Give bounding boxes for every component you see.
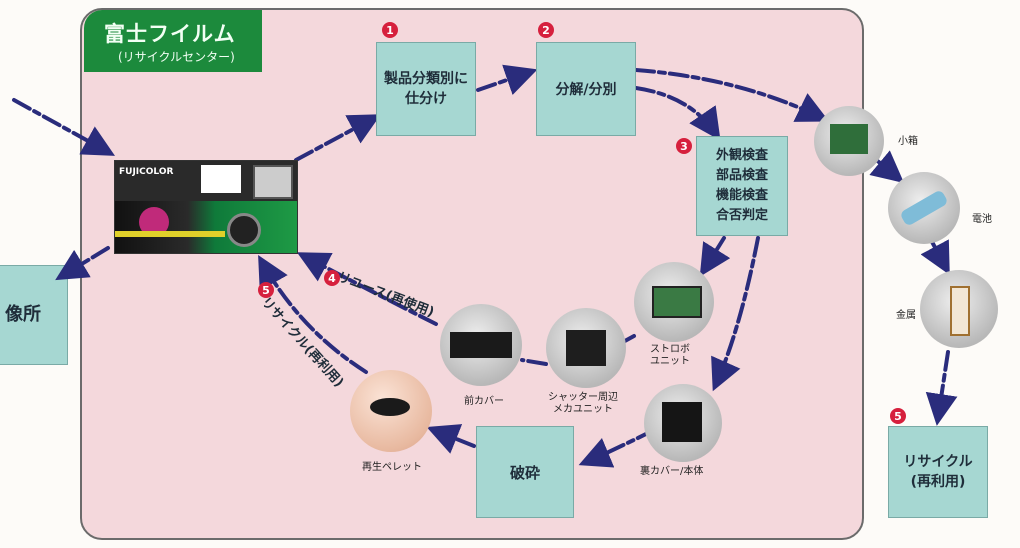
pellet-photo <box>350 370 432 452</box>
small-box-photo <box>814 106 884 176</box>
camera-brand: FUJICOLOR <box>119 167 173 177</box>
shutter-unit-label: シャッター周辺 メカユニット <box>548 392 618 416</box>
front-cover-label: 前カバー <box>464 392 504 407</box>
front-cover-photo <box>440 304 522 386</box>
arrow-shutter-to-front <box>522 360 546 364</box>
small-box-label: 小箱 <box>898 132 918 147</box>
arrow-metal-to-recycle <box>938 352 948 418</box>
back-cover-label: 裏カバー/本体 <box>640 462 703 477</box>
arrow-left-exit <box>62 248 108 276</box>
strobo-unit-label: ストロボ ユニット <box>650 344 690 368</box>
step-3-inspect-box: 外観検査 部品検査 機能検査 合否判定 <box>696 136 788 236</box>
arrow-inflow-left <box>14 100 108 152</box>
step-1-marker: 1 <box>382 22 398 38</box>
arrow-sort-to-dismantle <box>478 72 530 90</box>
metal-label: 金属 <box>896 306 916 321</box>
recycle-box: リサイクル (再利用) <box>888 426 988 518</box>
disposable-camera: FUJICOLOR <box>114 160 298 254</box>
crush-box: 破砕 <box>476 426 574 518</box>
step-1-sort-box: 製品分類別に 仕分け <box>376 42 476 136</box>
camera-flash <box>201 165 241 193</box>
back-cover-photo <box>644 384 722 462</box>
step-2-marker: 2 <box>538 22 554 38</box>
battery-photo <box>888 172 960 244</box>
arrow-camera-to-sort <box>296 118 374 160</box>
arrow-dismantle-to-inspect <box>636 88 716 134</box>
strobo-unit-photo <box>634 262 714 342</box>
arrow-inspect-to-strobo <box>704 238 724 270</box>
metal-photo <box>920 270 998 348</box>
camera-lens <box>227 213 261 247</box>
pellet-label: 再生ペレット <box>362 458 422 473</box>
step-5-right-marker: 5 <box>890 408 906 424</box>
step-3-marker: 3 <box>676 138 692 154</box>
shutter-unit-photo <box>546 308 626 388</box>
camera-viewfinder <box>253 165 293 199</box>
step-2-dismantle-box: 分解/分別 <box>536 42 636 136</box>
battery-label: 電池 <box>972 210 992 225</box>
arrow-back-to-crush <box>586 430 654 462</box>
arrow-inspect-to-back <box>716 238 758 384</box>
arrow-crush-to-pellet <box>434 430 474 446</box>
camera-stripe <box>115 231 225 237</box>
